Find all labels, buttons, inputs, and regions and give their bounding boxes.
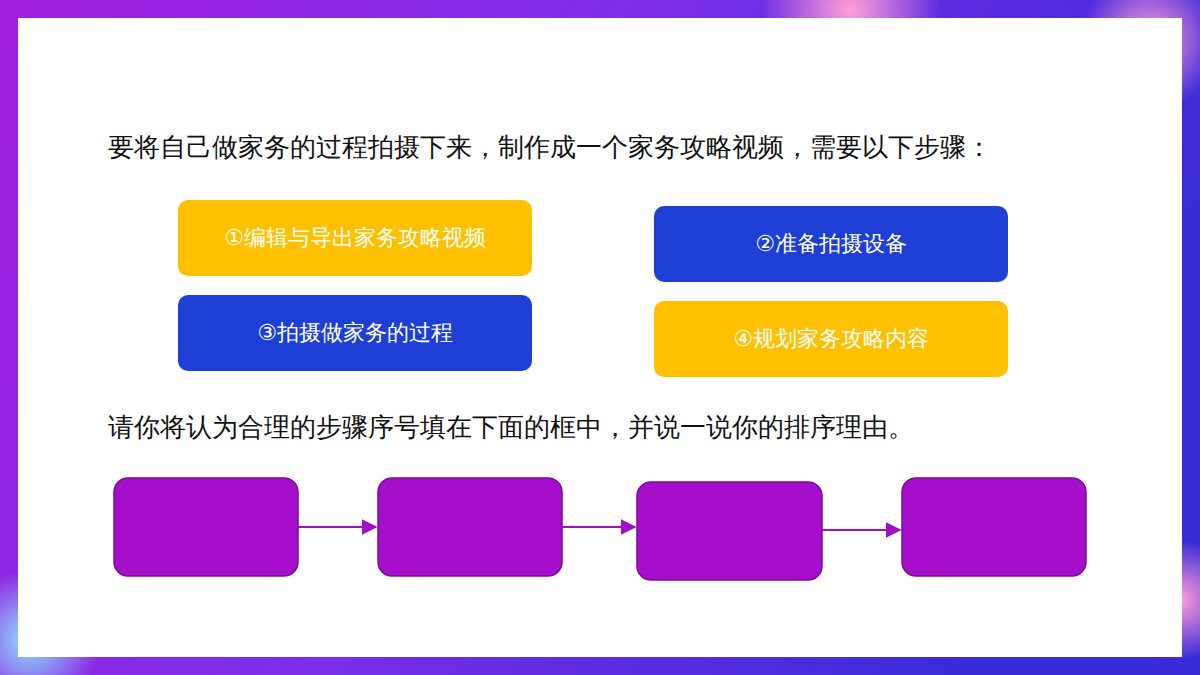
answer-box bbox=[637, 482, 822, 580]
step-label: ②准备拍摄设备 bbox=[755, 229, 907, 259]
flow-arrow bbox=[298, 526, 376, 528]
step-label: ④规划家务攻略内容 bbox=[733, 324, 929, 354]
step-box: ③拍摄做家务的过程 bbox=[178, 295, 532, 371]
flow-arrow bbox=[562, 526, 635, 528]
answer-box bbox=[902, 478, 1086, 576]
slide-title: 要将自己做家务的过程拍摄下来，制作成一个家务攻略视频，需要以下步骤： bbox=[108, 130, 992, 165]
white-panel bbox=[18, 18, 1182, 657]
step-box: ②准备拍摄设备 bbox=[654, 206, 1008, 282]
answer-box bbox=[114, 478, 298, 576]
instruction-text: 请你将认为合理的步骤序号填在下面的框中，并说一说你的排序理由。 bbox=[108, 410, 914, 445]
step-box: ④规划家务攻略内容 bbox=[654, 301, 1008, 377]
step-label: ③拍摄做家务的过程 bbox=[257, 318, 453, 348]
step-label: ①编辑与导出家务攻略视频 bbox=[224, 223, 486, 253]
answer-boxes bbox=[114, 478, 1086, 580]
step-box: ①编辑与导出家务攻略视频 bbox=[178, 200, 532, 276]
answer-box bbox=[378, 478, 562, 576]
flow-arrow bbox=[822, 529, 900, 531]
